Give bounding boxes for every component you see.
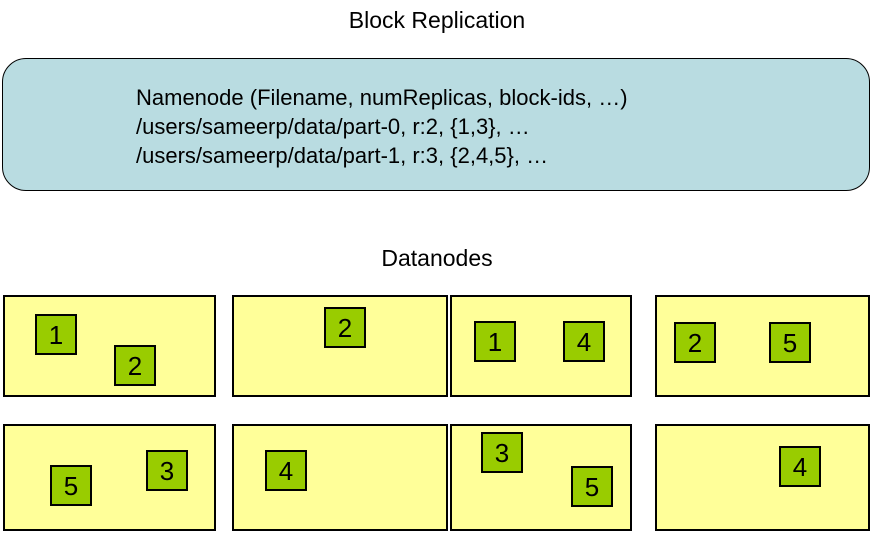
block-5: 5 <box>50 465 92 506</box>
datanode-6: 4 <box>232 424 448 531</box>
namenode-file-entry-part1: /users/sameerp/data/part-1, r:3, {2,4,5}… <box>136 143 549 168</box>
block-4: 4 <box>779 446 821 487</box>
namenode-box: Namenode (Filename, numReplicas, block-i… <box>2 58 870 191</box>
datanode-8: 4 <box>655 424 870 531</box>
block-4: 4 <box>265 450 307 491</box>
datanode-2: 2 <box>232 295 448 397</box>
namenode-file-entry-part0: /users/sameerp/data/part-0, r:2, {1,3}, … <box>136 114 530 139</box>
block-2: 2 <box>674 322 716 363</box>
block-1: 1 <box>474 321 516 362</box>
block-3: 3 <box>481 432 523 473</box>
namenode-schema-line: Namenode (Filename, numReplicas, block-i… <box>136 85 628 110</box>
block-1: 1 <box>35 314 77 355</box>
block-5: 5 <box>571 466 613 507</box>
datanodes-heading: Datanodes <box>381 245 493 271</box>
block-5: 5 <box>769 322 811 363</box>
block-3: 3 <box>146 450 188 491</box>
block-4: 4 <box>563 321 605 362</box>
block-2: 2 <box>324 307 366 348</box>
block-2: 2 <box>114 345 156 386</box>
page-title: Block Replication <box>348 7 526 33</box>
